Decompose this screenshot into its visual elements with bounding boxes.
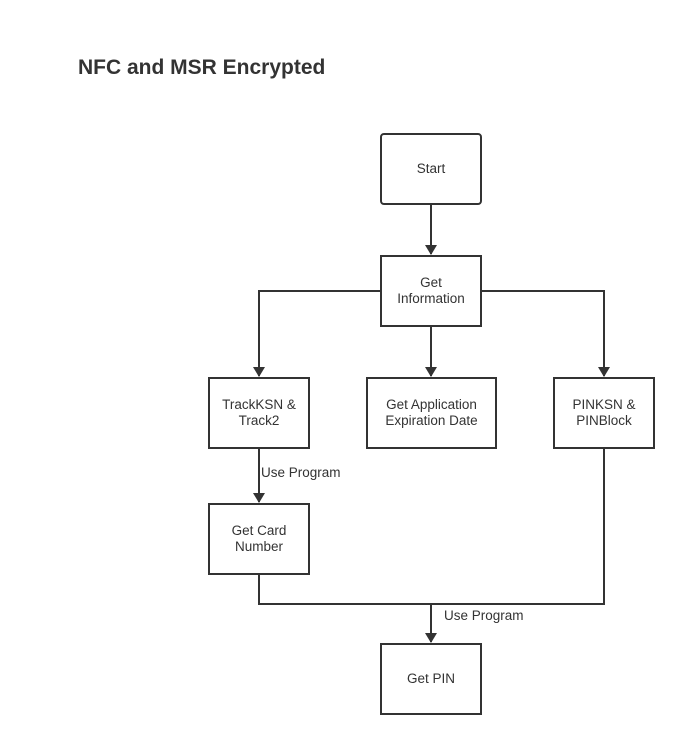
track-node: TrackKSN & Track2 [208,377,310,449]
start-node-label: Start [416,161,446,176]
pinblock-node: PINKSN & PINBlock [553,377,655,449]
get-information-node-label: Get Information [397,275,465,306]
edge-card-to-join [258,574,431,605]
edge-label-track-to-card: Use Program [261,465,341,480]
card-number-node-label: Get Card Number [231,523,287,554]
get-information-node: Get Information [380,255,482,327]
track-node-label: TrackKSN & Track2 [222,397,296,428]
get-pin-node: Get PIN [380,643,482,715]
pinblock-node-label: PINKSN & PINBlock [572,397,636,428]
start-node: Start [380,133,482,205]
edge-label-to-get-pin: Use Program [444,608,524,623]
card-number-node: Get Card Number [208,503,310,575]
expiration-node: Get Application Expiration Date [366,377,497,449]
get-pin-node-label: Get PIN [406,671,455,686]
diagram-title: NFC and MSR Encrypted [78,56,326,79]
edge-info-to-track [253,290,380,377]
edge-info-to-pinblock [481,290,610,377]
edge-pinblock-to-join [431,448,605,605]
expiration-node-label: Get Application Expiration Date [385,397,478,428]
